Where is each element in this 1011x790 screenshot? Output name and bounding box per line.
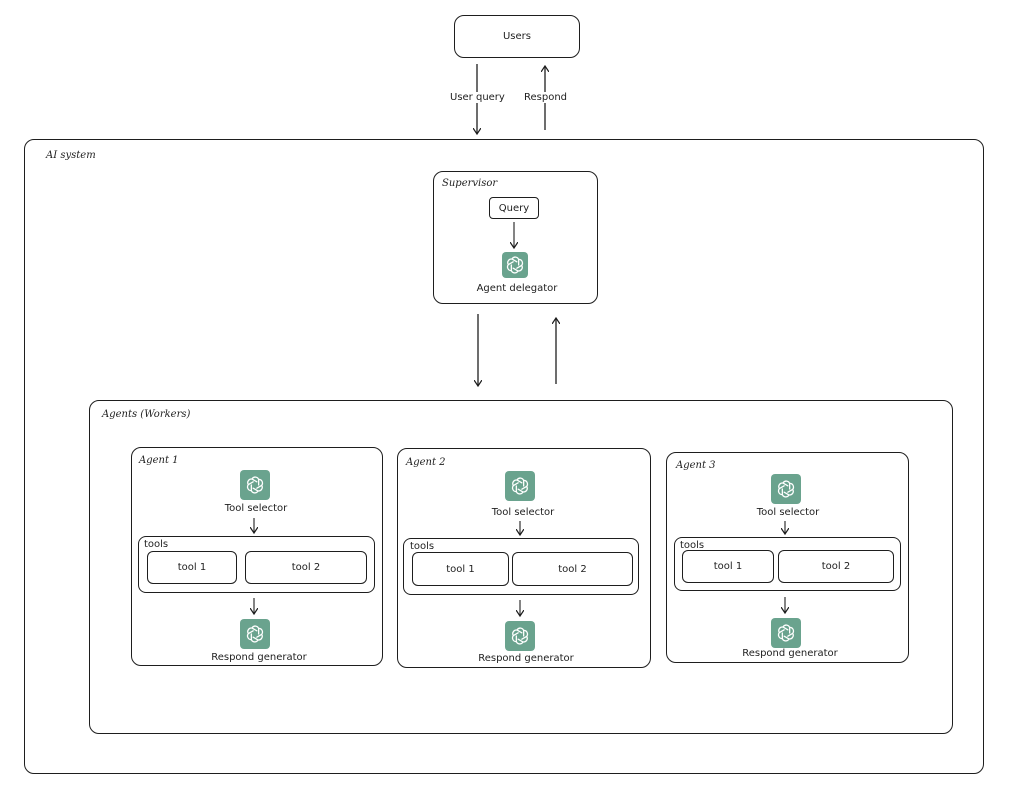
tool-selector-label: Tool selector — [756, 507, 820, 518]
tool-2-node: tool 2 — [512, 552, 633, 586]
tool-selector-label: Tool selector — [224, 503, 288, 514]
respond-generator-label: Respond generator — [211, 652, 307, 663]
tool-1-node: tool 1 — [412, 552, 509, 586]
tool-1-label: tool 1 — [177, 562, 207, 573]
query-node: Query — [489, 197, 539, 219]
tool-1-label: tool 1 — [446, 563, 475, 575]
respond-generator-label: Respond generator — [742, 648, 838, 659]
tool-1-label: tool 1 — [713, 561, 743, 572]
agent-3-container — [666, 452, 909, 663]
openai-icon — [505, 471, 535, 501]
tool-2-node: tool 2 — [778, 550, 894, 583]
openai-icon — [240, 619, 270, 649]
agent-2-title: Agent 2 — [406, 457, 446, 468]
openai-icon — [240, 470, 270, 500]
users-label: Users — [502, 31, 531, 42]
agent-delegator-label: Agent delegator — [476, 283, 558, 294]
tools-container — [403, 538, 639, 595]
agent-3-title: Agent 3 — [676, 460, 716, 471]
ai-system-title: AI system — [46, 150, 96, 161]
supervisor-container — [433, 171, 598, 304]
tool-selector-label: Tool selector — [491, 507, 555, 518]
agents-workers-container — [89, 400, 953, 734]
tool-2-label: tool 2 — [291, 562, 321, 573]
ai-system-container — [24, 139, 984, 774]
tools-title: tools — [680, 540, 705, 551]
tool-2-label: tool 2 — [821, 561, 851, 572]
tools-title: tools — [144, 539, 169, 550]
tools-container — [674, 537, 901, 591]
user-query-label: User query — [448, 92, 507, 103]
tool-2-label: tool 2 — [558, 563, 587, 575]
users-node: Users — [454, 15, 580, 58]
openai-icon — [502, 252, 528, 278]
query-label: Query — [498, 202, 530, 214]
tools-title: tools — [410, 541, 435, 552]
agent-1-container — [131, 447, 383, 666]
agent-1-title: Agent 1 — [139, 455, 179, 466]
respond-generator-label: Respond generator — [478, 653, 574, 664]
supervisor-title: Supervisor — [442, 178, 498, 189]
openai-icon — [505, 621, 535, 651]
tools-container — [138, 536, 375, 593]
respond-label: Respond — [522, 92, 570, 103]
tool-1-node: tool 1 — [147, 551, 237, 584]
tool-2-node: tool 2 — [245, 551, 367, 584]
tool-1-node: tool 1 — [682, 550, 774, 583]
openai-icon — [771, 474, 801, 504]
openai-icon — [771, 618, 801, 648]
agents-workers-title: Agents (Workers) — [102, 409, 191, 420]
agent-2-container — [397, 448, 651, 668]
